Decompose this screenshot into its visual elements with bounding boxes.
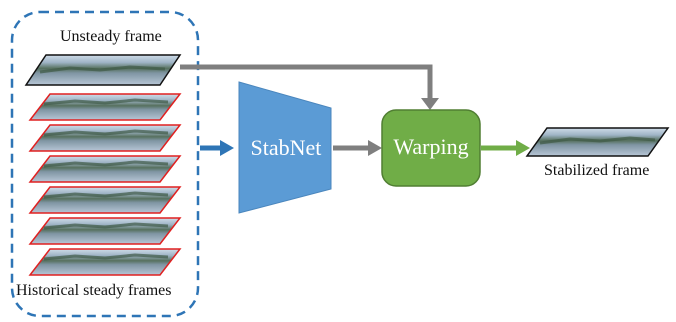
historical-frame: [28, 217, 182, 245]
unsteady-frame-image: [24, 54, 182, 86]
historical-frame: [28, 155, 182, 183]
historical-frame: [28, 248, 182, 276]
historical-frames-label: Historical steady frames: [16, 282, 172, 299]
historical-frame: [28, 93, 182, 121]
unsteady-to-warping-arrow: [180, 64, 433, 100]
warping-block: [381, 109, 481, 187]
frames-group-border: [10, 10, 200, 318]
historical-frame: [28, 124, 182, 152]
history-to-stabnet-arrowhead: [220, 140, 234, 156]
stabilized-frame-image: [525, 127, 670, 157]
unsteady-frame-label: Unsteady frame: [60, 28, 162, 45]
warping-label: Warping: [393, 134, 469, 159]
stabnet-to-warping-arrowhead: [368, 140, 382, 156]
unsteady-to-warping-arrowhead: [421, 98, 439, 110]
stabnet-label: StabNet: [250, 135, 322, 160]
historical-frames-stack: [28, 93, 182, 276]
historical-frame: [28, 186, 182, 214]
stabnet-block: [238, 81, 332, 214]
warping-to-output-arrowhead: [516, 140, 530, 156]
stabilized-frame-label: Stabilized frame: [544, 162, 650, 179]
